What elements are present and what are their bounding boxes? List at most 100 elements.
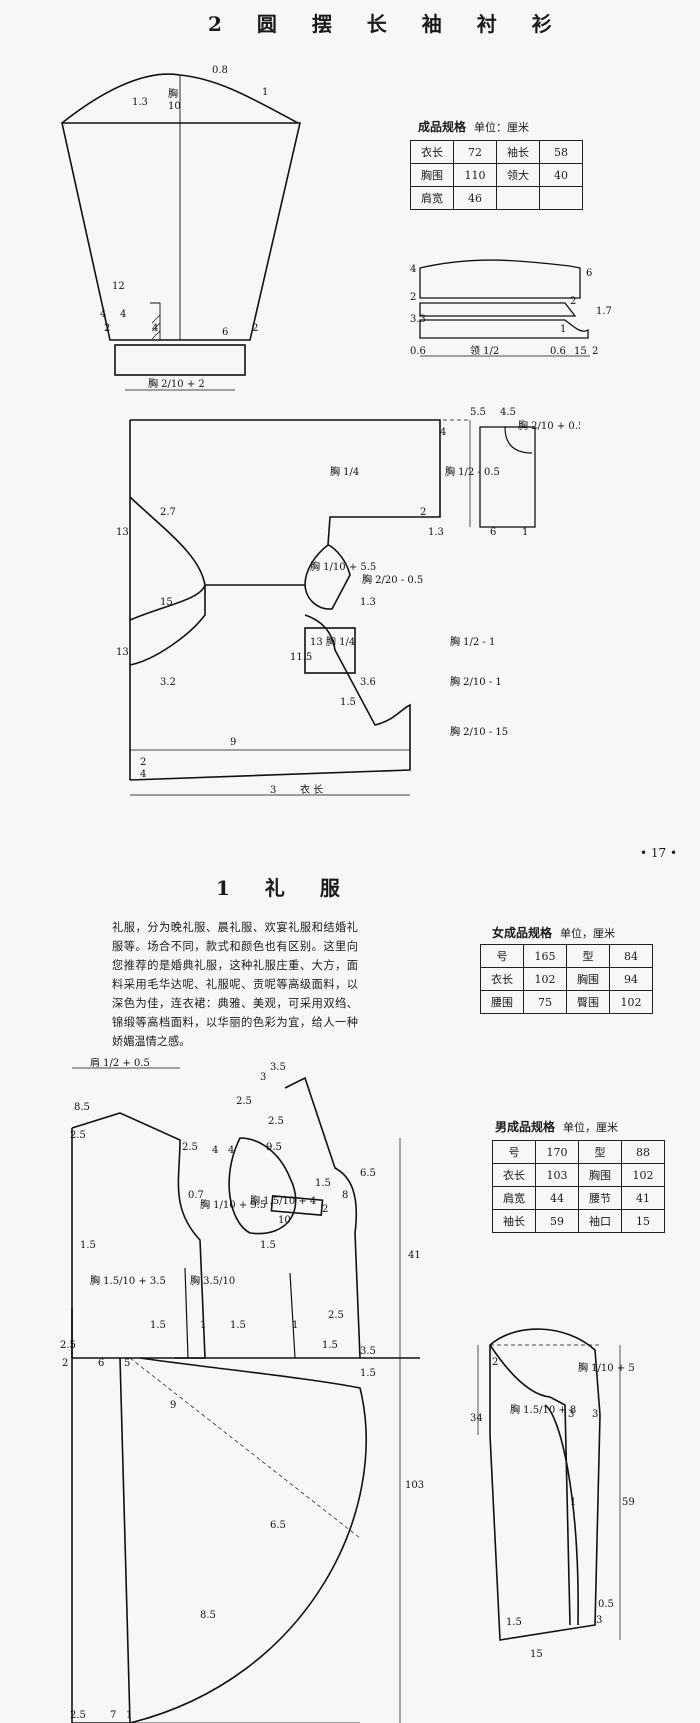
table-cell: 型 [566, 944, 610, 968]
coat-label: 1 [292, 1320, 298, 1331]
shirt-body-label: 3.6 [360, 677, 376, 688]
male-spec-title: 男成品规格 [495, 1120, 556, 1134]
coat-label: 3.5 [270, 1062, 286, 1073]
table-cell: 72 [453, 140, 497, 164]
table-cell [539, 186, 583, 210]
table-cell: 165 [523, 944, 567, 968]
male-spec-caption: 男成品规格单位，厘米 [495, 1118, 618, 1135]
coat-label: 2.5 [60, 1340, 76, 1351]
coat-label: 肩 1/2 + 0.5 [90, 1058, 150, 1069]
shirt-collar-label: 0.6 [550, 346, 566, 357]
table-cell: 袖口 [578, 1209, 622, 1233]
table-cell: 88 [621, 1140, 665, 1164]
table-cell: 94 [609, 967, 653, 991]
shirt-sleeve-label: 1 [262, 87, 268, 98]
sleeve-label: 0.5 [598, 1599, 614, 1610]
shirt-collar-label: 1 [560, 324, 566, 335]
shirt-body-label: 胸 2/10 + 0.5 [518, 419, 580, 432]
coat-label: 7 [110, 1710, 116, 1721]
sleeve-label: 34 [470, 1413, 483, 1424]
shirt-body-label: 胸 2/20 - 0.5 [362, 573, 423, 586]
table-cell: 103 [535, 1163, 579, 1187]
coat-label: 2.5 [328, 1310, 344, 1321]
shirt-sleeve-label: 6 [222, 327, 228, 338]
coat-label: 胸 1.5/10 + 3.5 [90, 1274, 166, 1287]
table-cell: 肩宽 [492, 1186, 536, 1210]
shirt-sleeve-label: 0.8 [212, 65, 228, 76]
coat-label: 10 [278, 1215, 291, 1226]
shirt-body-label: 4.5 [500, 407, 516, 418]
shirt-body-label: 5.5 [470, 407, 486, 418]
coat-label: 1.5 [322, 1340, 338, 1351]
table-cell: 衣长 [480, 967, 524, 991]
coat-label: 103 [405, 1480, 424, 1491]
female-spec-title: 女成品规格 [492, 926, 553, 940]
coat-label: 3.5 [360, 1346, 376, 1357]
shirt-collar-label: 4 [410, 264, 416, 275]
coat-label: 1 [200, 1320, 206, 1331]
table-cell: 袖长 [496, 140, 540, 164]
shirt-body-label: 13 胸 1/4 [310, 635, 355, 648]
table-cell: 袖长 [492, 1209, 536, 1233]
shirt-sleeve-label: 12 [112, 281, 125, 292]
coat-label: 1.5 [230, 1320, 246, 1331]
coat-label: 2 [62, 1358, 68, 1369]
table-cell: 号 [480, 944, 524, 968]
shirt-body-pattern: 2.7 13 15 13 3.2 胸 1/4 2 1.3 胸 1/10 + 5.… [116, 407, 580, 796]
table-cell: 40 [539, 163, 583, 187]
coat-sleeve-pattern: 2 胸 1/10 + 5 34 胸 1.5/10 + 8 3 3 1 59 1.… [470, 1328, 635, 1660]
shirt-sleeve-label: 4 [100, 309, 106, 320]
shirt-body-label: 1.3 [360, 597, 376, 608]
shirt-body-label: 2 [140, 757, 146, 768]
table-cell: 肩宽 [410, 186, 454, 210]
coat-label: 1.5 [150, 1320, 166, 1331]
table-cell: 110 [453, 163, 497, 187]
coat-label: 胸 3.5/10 [190, 1274, 235, 1287]
shirt-sleeve-label: 2 [252, 323, 258, 334]
table-cell: 75 [523, 990, 567, 1014]
gown-title: 1 礼 服 [216, 876, 354, 900]
shirt-body-label: 9 [230, 737, 236, 748]
shirt-collar-label: 15 [574, 346, 587, 357]
coat-label: 9.5 [266, 1142, 282, 1153]
coat-label: 3 [260, 1072, 266, 1083]
table-cell: 84 [609, 944, 653, 968]
shirt-collar-label: 2 [592, 346, 598, 357]
sleeve-label: 15 [530, 1649, 543, 1660]
shirt-collar-label: 0.6 [410, 346, 426, 357]
shirt-sleeve-label: 胸 [168, 87, 178, 100]
table-cell: 衣长 [410, 140, 454, 164]
table-cell: 46 [453, 186, 497, 210]
shirt-collar-label: 1.7 [596, 306, 612, 317]
sleeve-label: 1.5 [506, 1617, 522, 1628]
shirt-body-label: 胸 1/2 - 1 [450, 635, 495, 648]
shirt-body-label: 胸 1/2 - 0.5 [445, 465, 500, 478]
coat-label: 6.5 [270, 1520, 286, 1531]
coat-label: 0.7 [188, 1190, 204, 1201]
table-cell: 腰节 [578, 1186, 622, 1210]
coat-label: 41 [408, 1250, 421, 1261]
coat-label: 2.5 [268, 1116, 284, 1127]
shirt-collar-pattern: 4 6 2 2 1.7 3.3 1 0.6 领 1/2 0.6 15 2 [410, 259, 612, 357]
shirt-spec-unit: 单位：厘米 [474, 121, 530, 134]
coat-label: 8 [342, 1190, 348, 1201]
shirt-collar-label: 3.3 [410, 314, 426, 325]
table-cell: 102 [523, 967, 567, 991]
coat-label: 2.5 [70, 1710, 86, 1721]
shirt-spec-title: 成品规格 [418, 120, 467, 134]
shirt-collar-label: 6 [586, 268, 592, 279]
shirt-body-label: 1.5 [340, 697, 356, 708]
gown-intro-text: 礼服，分为晚礼服、晨礼服、欢宴礼服和结婚礼服等。场合不同，款式和颜色也有区别。这… [112, 921, 358, 1048]
shirt-body-label: 2.7 [160, 507, 176, 518]
shirt-sleeve-label: 1.3 [132, 97, 148, 108]
table-cell: 型 [578, 1140, 622, 1164]
table-cell: 衣长 [492, 1163, 536, 1187]
sleeve-label: 1 [570, 1497, 576, 1508]
table-cell: 58 [539, 140, 583, 164]
table-cell: 腰围 [480, 990, 524, 1014]
